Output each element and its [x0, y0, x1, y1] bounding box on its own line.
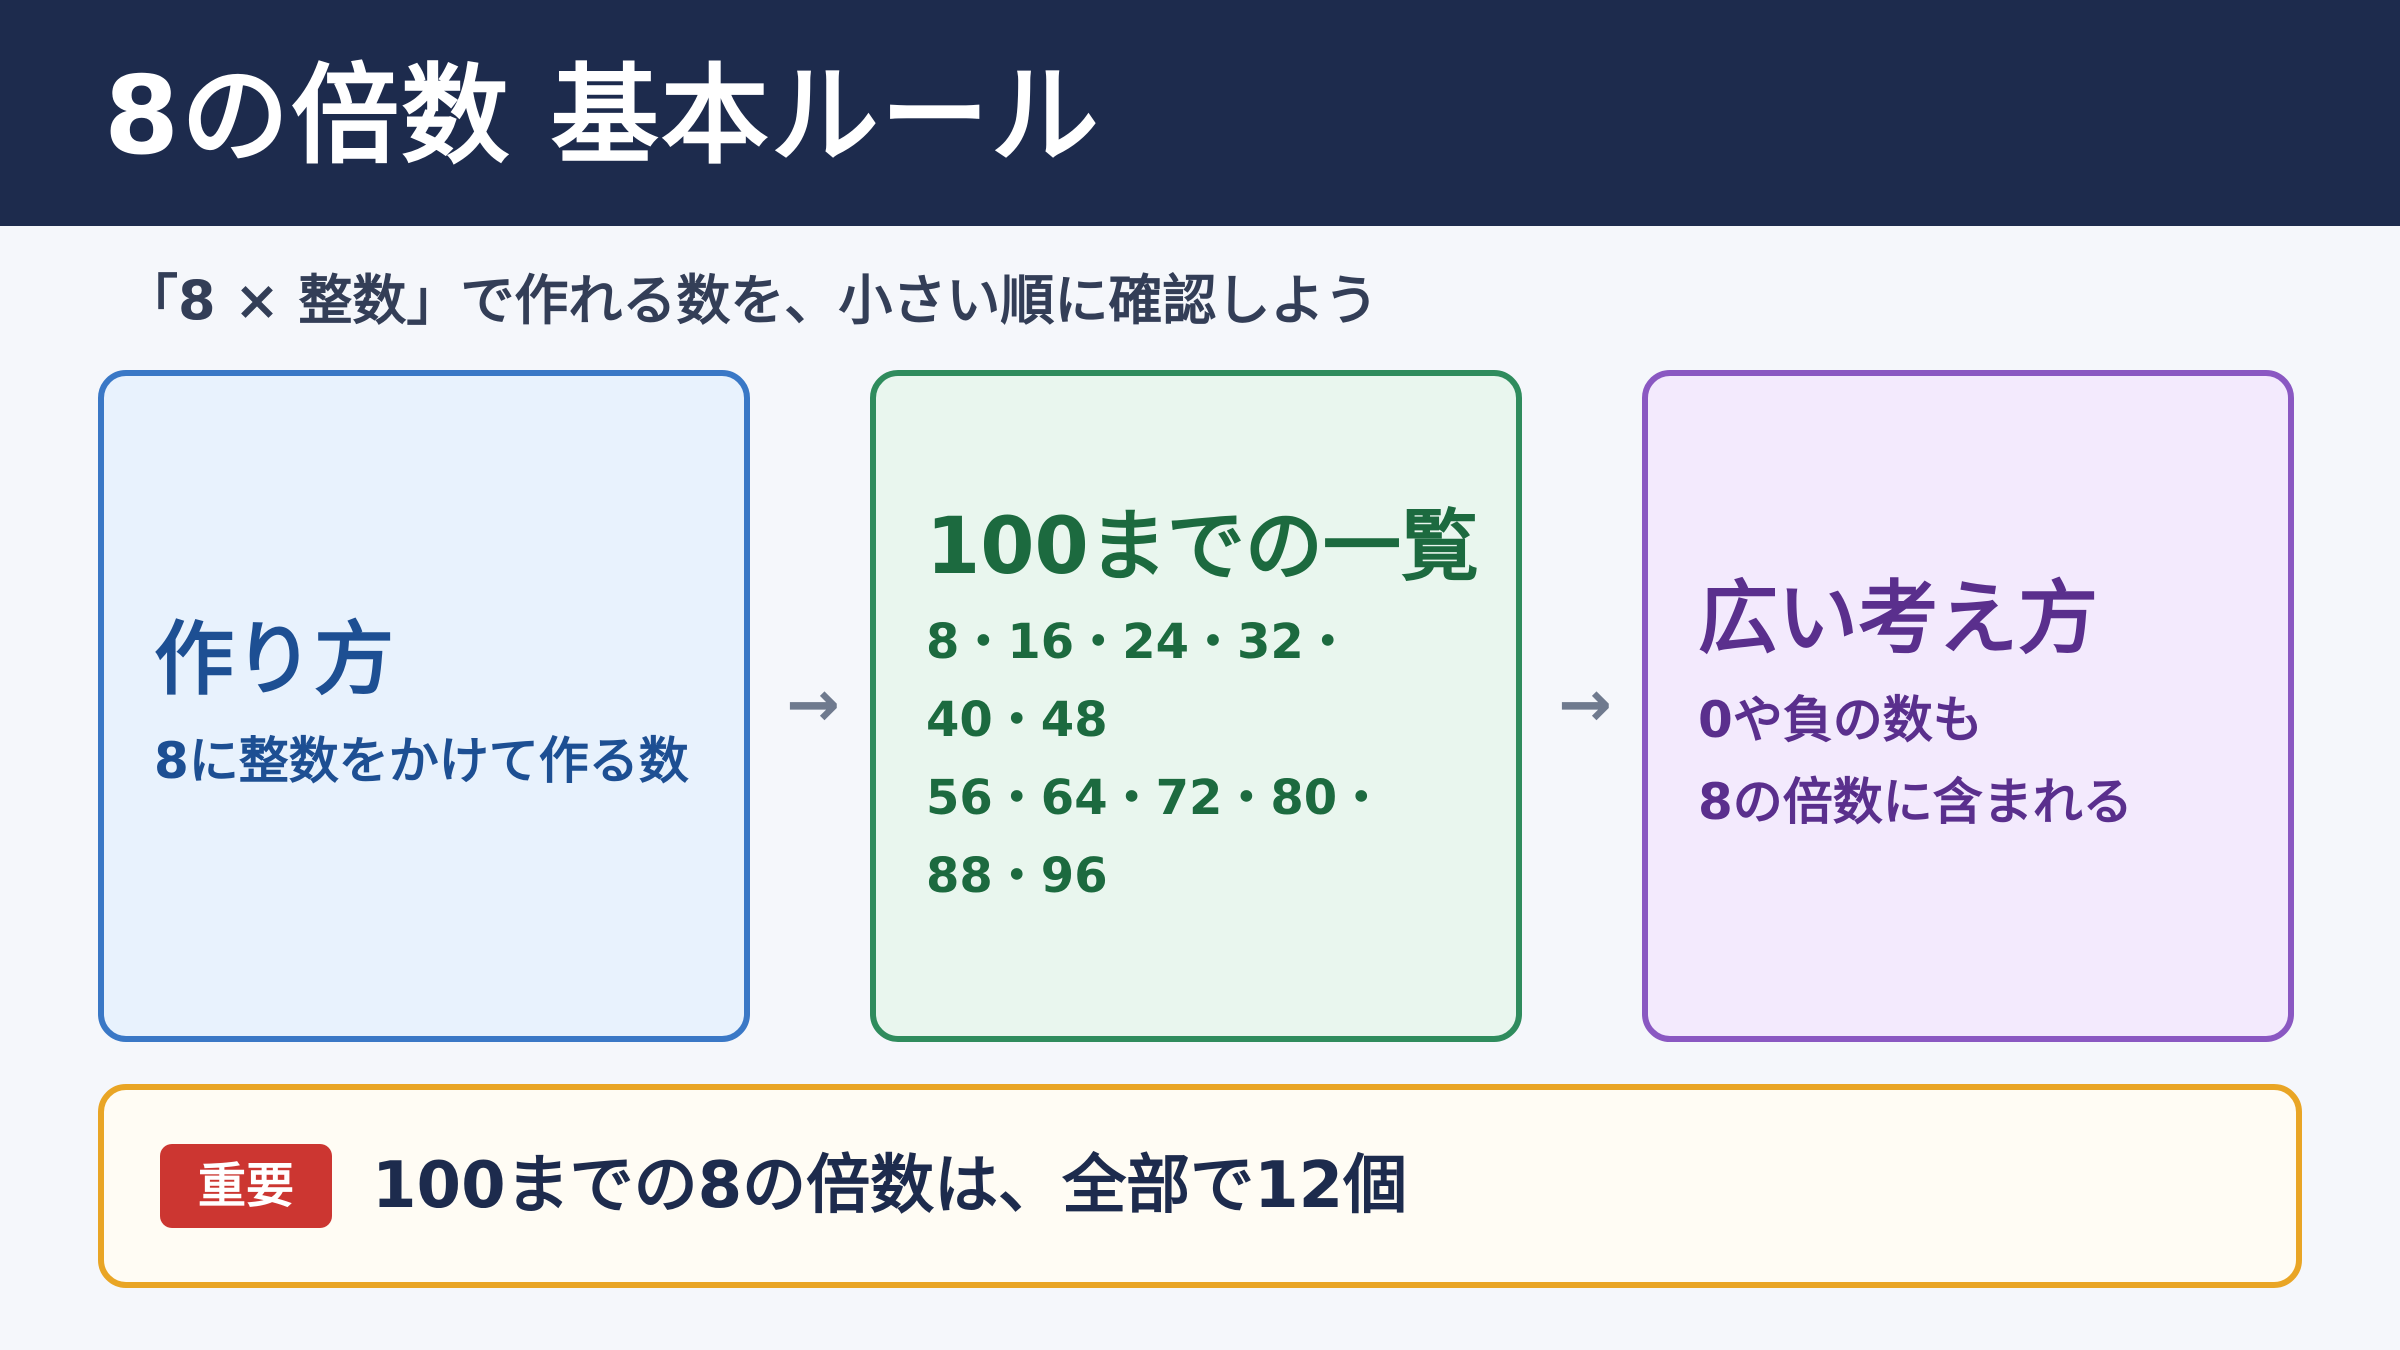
card-line: 56・64・72・80・88・96	[926, 770, 1386, 904]
card-line: 8に整数をかけて作る数	[154, 732, 689, 790]
card-line: 0や負の数も	[1698, 691, 1983, 749]
card-body: 0や負の数も 8の倍数に含まれる	[1698, 679, 2238, 843]
card-body: 8に整数をかけて作る数	[154, 720, 694, 802]
important-badge: 重要	[160, 1144, 332, 1228]
card-title: 広い考え方	[1698, 572, 2098, 665]
card-line: 8の倍数に含まれる	[1698, 773, 2133, 831]
callout-text: 100までの8の倍数は、全部で12個	[372, 1149, 1408, 1223]
page-subtitle: 「8 × 整数」で作れる数を、小さい順に確認しよう	[124, 269, 1379, 332]
right-arrow-icon: →	[1558, 668, 1612, 742]
card-how-to-make: 作り方 8に整数をかけて作る数	[98, 370, 750, 1042]
card-broad-view: 広い考え方 0や負の数も 8の倍数に含まれる	[1642, 370, 2294, 1042]
important-callout: 重要 100までの8の倍数は、全部で12個	[98, 1084, 2302, 1288]
card-list-to-100: 100までの一覧 8・16・24・32・40・48 56・64・72・80・88…	[870, 370, 1522, 1042]
right-arrow-icon: →	[786, 668, 840, 742]
card-body: 8・16・24・32・40・48 56・64・72・80・88・96	[926, 603, 1466, 915]
card-line: 8・16・24・32・40・48	[926, 614, 1352, 748]
page-title: 8の倍数 基本ルール	[104, 54, 1101, 179]
header-bar: 8の倍数 基本ルール	[0, 0, 2400, 226]
card-title: 100までの一覧	[926, 502, 1479, 592]
card-title: 作り方	[154, 613, 394, 706]
